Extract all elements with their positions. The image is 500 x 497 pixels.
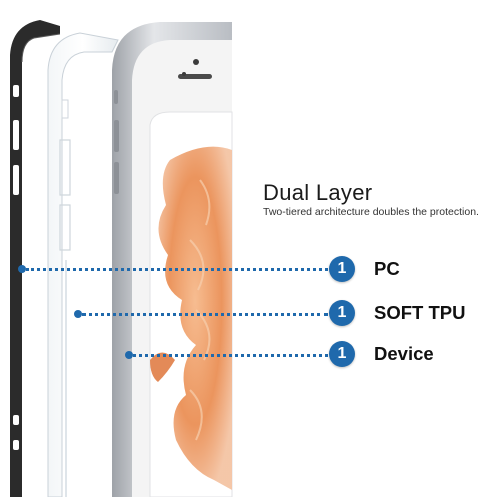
callout-soft-tpu-badge: 1 bbox=[329, 300, 355, 326]
callout-soft-tpu-line bbox=[82, 313, 328, 316]
tpu-clear-case bbox=[47, 32, 119, 497]
callout-pc-line bbox=[26, 268, 328, 271]
callout-pc-badge: 1 bbox=[329, 256, 355, 282]
callout-pc-dot bbox=[18, 265, 26, 273]
pc-bumper-frame bbox=[10, 20, 61, 497]
callout-device-label: Device bbox=[374, 343, 434, 364]
callout-device-line bbox=[133, 354, 328, 357]
betta-fish-wallpaper bbox=[150, 146, 232, 490]
callout-soft-tpu-dot bbox=[74, 310, 82, 318]
callout-device-dot bbox=[125, 351, 133, 359]
callout-soft-tpu-label: SOFT TPU bbox=[374, 302, 466, 323]
headline-subtitle: Two-tiered architecture doubles the prot… bbox=[263, 206, 479, 218]
callout-device-badge: 1 bbox=[329, 341, 355, 367]
device-phone bbox=[112, 22, 233, 497]
headline-title: Dual Layer bbox=[263, 180, 373, 205]
callout-pc-label: PC bbox=[374, 258, 400, 279]
